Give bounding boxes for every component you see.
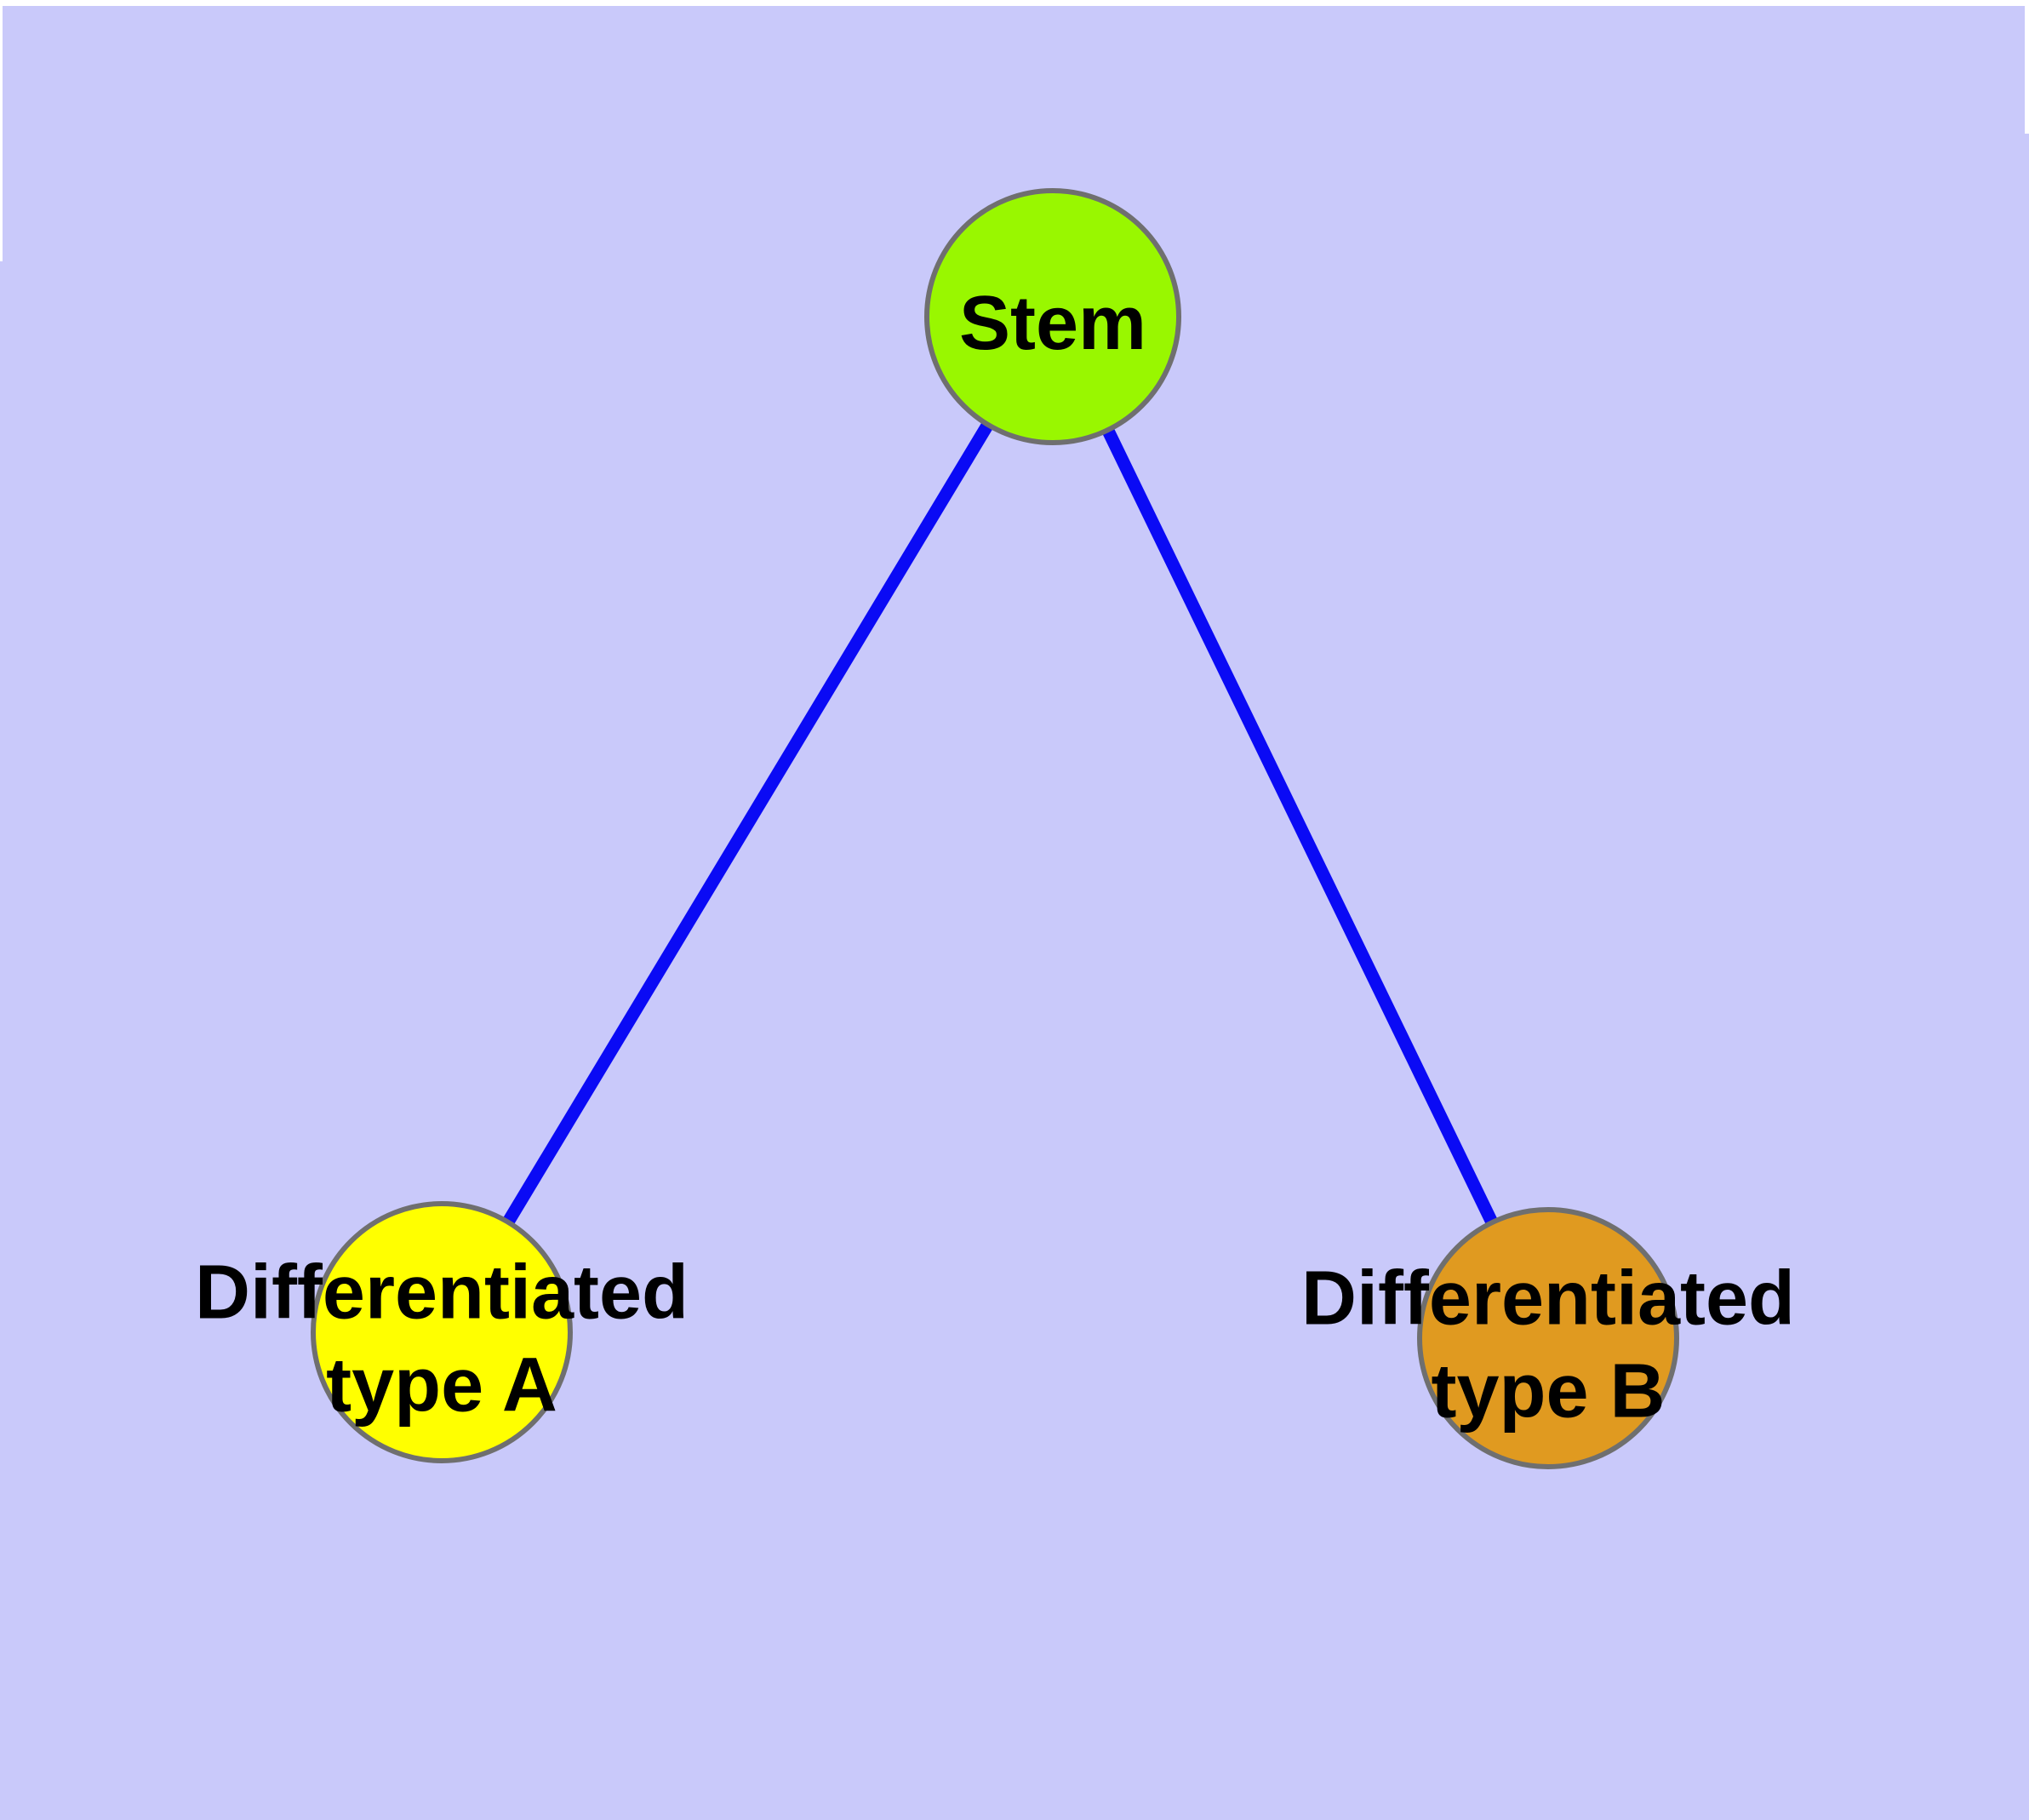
node-type-b-circle — [1417, 1207, 1679, 1469]
node-stem-circle — [924, 188, 1181, 445]
nodes-layer — [311, 188, 1679, 1469]
edge-stem-type-b — [1047, 313, 1554, 1342]
edges-layer — [436, 313, 1554, 1342]
node-stem-label: Stem — [959, 281, 1146, 366]
window-edge-highlight-right — [2025, 6, 2029, 134]
node-type-a-circle — [311, 1201, 573, 1463]
edge-stem-type-a — [436, 313, 1059, 1336]
window-edge-highlight-left — [0, 6, 3, 261]
